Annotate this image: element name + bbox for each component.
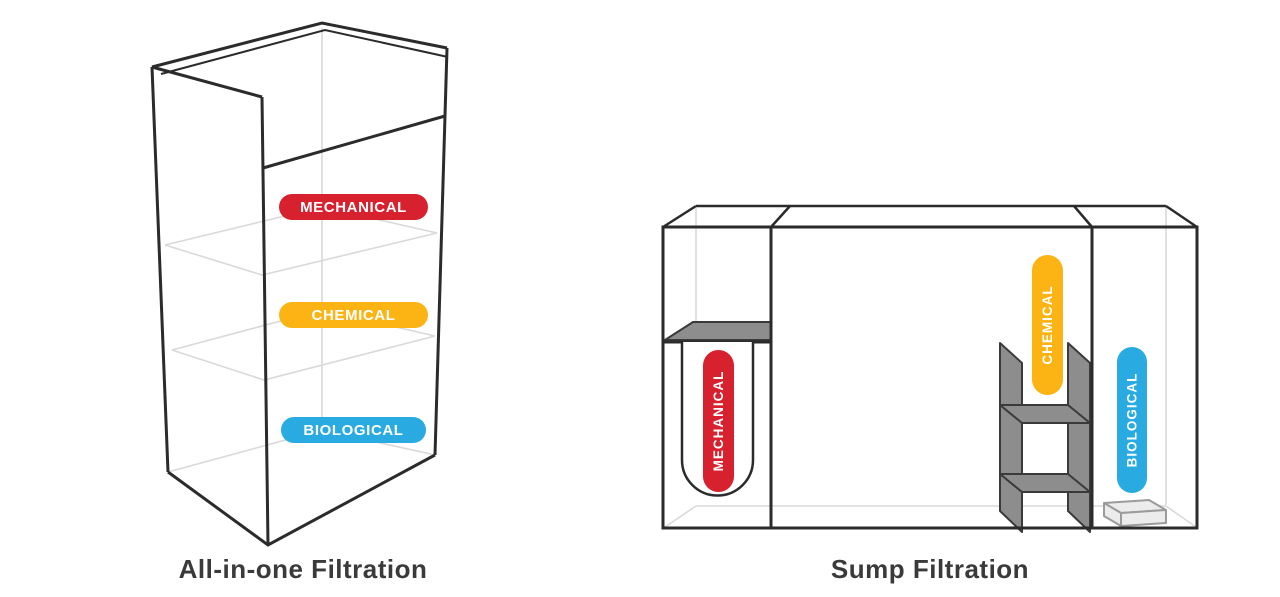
sump-floor-corner-edges bbox=[664, 505, 1197, 528]
sump-left-baffle-top-edge bbox=[770, 205, 791, 228]
sump-biological-pill bbox=[1117, 347, 1147, 493]
sump-rack-right-panel bbox=[1067, 342, 1091, 533]
aio-chemical-label-text: CHEMICAL bbox=[312, 307, 396, 324]
aio-mechanical-pill bbox=[279, 194, 428, 220]
sump-chemical-pill bbox=[1032, 255, 1063, 395]
aio-diagram: MECHANICAL CHEMICAL BIOLOGICAL All-in-on… bbox=[150, 21, 449, 584]
sump-label-mechanical: MECHANICAL bbox=[703, 350, 734, 492]
aio-left-corner-edge bbox=[150, 66, 170, 473]
aio-front-corner-edge bbox=[260, 96, 270, 546]
aio-bottom-edges bbox=[167, 453, 436, 547]
sump-return-pump-front bbox=[1120, 509, 1167, 527]
sump-rack-lower-shelf bbox=[999, 473, 1091, 493]
sump-rack-left-panel bbox=[999, 342, 1023, 533]
sump-caption: Sump Filtration bbox=[831, 554, 1029, 584]
sump-biological-label-text: BIOLOGICAL bbox=[1125, 373, 1140, 468]
sump-label-biological: BIOLOGICAL bbox=[1117, 347, 1147, 493]
aio-tank-outline bbox=[150, 21, 449, 547]
sump-media-rack bbox=[999, 342, 1091, 533]
sump-mechanical-pill bbox=[703, 350, 734, 492]
aio-rim-brace-edge bbox=[262, 114, 446, 170]
aio-top-front-edge bbox=[151, 65, 263, 99]
aio-biological-label-text: BIOLOGICAL bbox=[303, 422, 403, 439]
aio-caption: All-in-one Filtration bbox=[179, 554, 428, 584]
aio-label-mechanical: MECHANICAL bbox=[279, 194, 428, 220]
aio-right-corner-edge bbox=[433, 47, 449, 456]
sump-front-glass bbox=[661, 225, 1199, 530]
sump-return-pump-side bbox=[1103, 502, 1122, 527]
sump-label-chemical: CHEMICAL bbox=[1032, 255, 1063, 395]
aio-biological-pill bbox=[281, 417, 426, 443]
sump-tank-outline bbox=[661, 204, 1199, 530]
sump-chemical-label-text: CHEMICAL bbox=[1040, 285, 1055, 364]
aio-chemical-pill bbox=[279, 302, 428, 328]
sump-return-pump bbox=[1103, 499, 1167, 527]
aio-interior-lines bbox=[164, 28, 438, 473]
sump-sock-mount-plate bbox=[664, 321, 772, 341]
sump-right-baffle-top-edge bbox=[1073, 205, 1093, 228]
sump-diagram: MECHANICAL CHEMICAL BIOLOGICAL Sump Filt… bbox=[661, 204, 1199, 584]
sump-rim-corner-edges bbox=[662, 204, 1198, 229]
aio-mechanical-label-text: MECHANICAL bbox=[300, 199, 407, 216]
sump-mechanical-label-text: MECHANICAL bbox=[711, 371, 726, 472]
aio-inner-rim-edge bbox=[160, 28, 449, 75]
sump-rack-upper-shelf bbox=[999, 404, 1091, 424]
aio-label-chemical: CHEMICAL bbox=[279, 302, 428, 328]
aio-label-biological: BIOLOGICAL bbox=[281, 417, 426, 443]
aio-top-back-edges bbox=[151, 21, 448, 69]
